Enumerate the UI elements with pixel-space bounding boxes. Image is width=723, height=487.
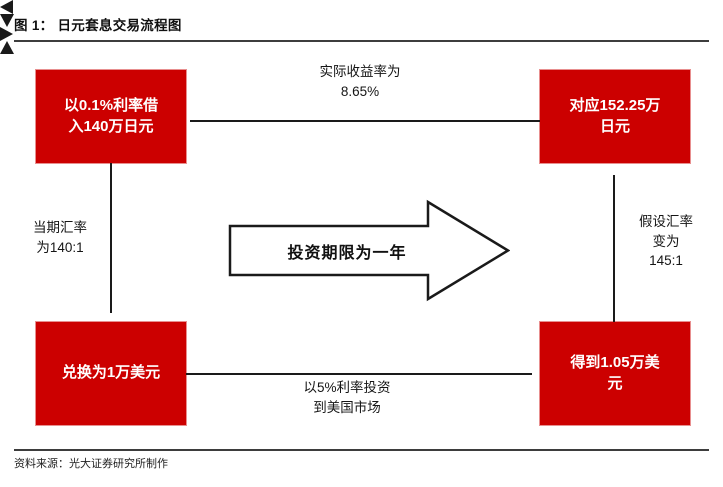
edge-label-return-rate: 实际收益率为 8.65% [319, 64, 401, 99]
connector-jpyend-to-borrow [190, 120, 540, 122]
arrowhead-left-icon [0, 0, 13, 14]
connector-usdend-to-jpyend [613, 175, 615, 322]
node-borrow-jpy-line1: 以0.1%利率借 [63, 97, 159, 115]
edge-label-invest-usmkt: 以5%利率投资 到美国市场 [303, 380, 391, 415]
arrowhead-right-icon [0, 27, 13, 41]
node-jpy-end: 对应152.25万 日元 [540, 70, 690, 163]
node-jpy-end-line2: 日元 [599, 117, 630, 135]
connector-exchange-to-usdend [186, 373, 532, 375]
node-jpy-end-line1: 对应152.25万 [569, 97, 661, 115]
node-usd-end-line2: 元 [607, 374, 623, 392]
node-usd-end: 得到1.05万美 元 [540, 322, 690, 425]
edge-label-current-fx: 当期汇率 为140:1 [33, 220, 87, 255]
page-title: 图 1： 日元套息交易流程图 [14, 18, 182, 33]
connector-borrow-to-exchange [110, 163, 112, 313]
arrowhead-down-icon [0, 14, 14, 27]
arrowhead-up-icon [0, 41, 14, 54]
footer-divider [14, 449, 709, 451]
node-usd-end-line1: 得到1.05万美 [570, 354, 660, 372]
header-divider [14, 40, 709, 42]
edge-label-assumed-fx: 假设汇率 变为 145:1 [639, 214, 693, 269]
source-note: 资料来源：光大证券研究所制作 [14, 458, 168, 470]
node-exchange-usd-line1: 兑换为1万美元 [61, 364, 161, 382]
node-exchange-usd: 兑换为1万美元 [36, 322, 186, 425]
block-arrow-right-icon: 投资期限为一年 [228, 198, 510, 303]
node-borrow-jpy: 以0.1%利率借 入140万日元 [36, 70, 186, 163]
node-borrow-jpy-line2: 入140万日元 [68, 117, 154, 135]
